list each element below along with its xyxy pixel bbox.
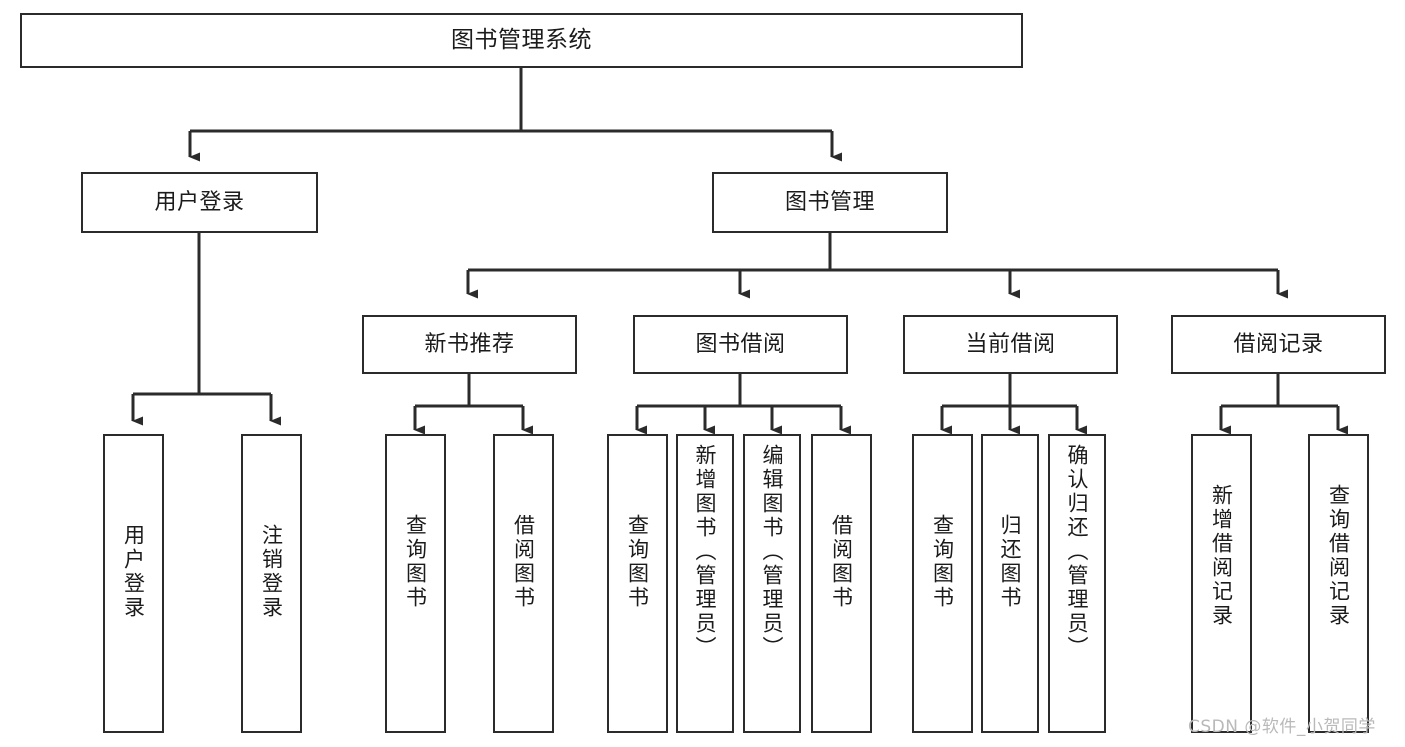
node-book-borrowing[interactable]: 图书借阅 — [633, 315, 848, 374]
node-leaf-borrow-book-1[interactable]: 借阅图书 — [493, 434, 554, 733]
node-new-book-recommendation[interactable]: 新书推荐 — [362, 315, 577, 374]
node-label: 新增图书（管理员） — [693, 444, 718, 660]
node-current-borrowing[interactable]: 当前借阅 — [903, 315, 1118, 374]
node-label: 编辑图书（管理员） — [760, 444, 785, 660]
node-label: 当前借阅 — [965, 331, 1056, 357]
node-leaf-add-borrow-record[interactable]: 新增借阅记录 — [1191, 434, 1252, 733]
node-label: 借阅记录 — [1233, 331, 1324, 357]
node-leaf-edit-book-admin[interactable]: 编辑图书（管理员） — [743, 434, 801, 733]
node-label: 查询图书 — [930, 514, 955, 610]
csdn-watermark: CSDN @软件_小贺同学 — [1188, 717, 1376, 737]
node-label: 图书管理 — [784, 189, 875, 215]
node-leaf-return-book[interactable]: 归还图书 — [981, 434, 1039, 733]
node-leaf-query-borrow-record[interactable]: 查询借阅记录 — [1308, 434, 1369, 733]
node-label: 新书推荐 — [424, 331, 515, 357]
node-leaf-add-book-admin[interactable]: 新增图书（管理员） — [676, 434, 734, 733]
node-label: 查询图书 — [403, 514, 428, 610]
node-leaf-query-book-3[interactable]: 查询图书 — [912, 434, 973, 733]
node-label: 注销登录 — [259, 524, 284, 620]
node-label: 查询图书 — [625, 514, 650, 610]
node-borrowing-records[interactable]: 借阅记录 — [1171, 315, 1386, 374]
node-root-book-management-system[interactable]: 图书管理系统 — [20, 13, 1023, 68]
node-leaf-confirm-return-admin[interactable]: 确认归还（管理员） — [1048, 434, 1106, 733]
node-label: 图书借阅 — [695, 331, 786, 357]
node-user-login[interactable]: 用户登录 — [81, 172, 318, 233]
node-label: 借阅图书 — [511, 514, 536, 610]
node-label: 用户登录 — [121, 524, 146, 620]
node-label: 图书管理系统 — [451, 26, 592, 53]
node-book-management[interactable]: 图书管理 — [712, 172, 948, 233]
node-leaf-borrow-book-2[interactable]: 借阅图书 — [811, 434, 872, 733]
node-label: 新增借阅记录 — [1209, 484, 1234, 628]
node-label: 查询借阅记录 — [1326, 484, 1351, 628]
node-leaf-query-book-1[interactable]: 查询图书 — [385, 434, 446, 733]
node-label: 确认归还（管理员） — [1065, 444, 1090, 660]
node-leaf-logout[interactable]: 注销登录 — [241, 434, 302, 733]
node-leaf-user-login[interactable]: 用户登录 — [103, 434, 164, 733]
node-label: 归还图书 — [998, 514, 1023, 610]
node-label: 借阅图书 — [829, 514, 854, 610]
node-label: 用户登录 — [154, 189, 245, 215]
node-leaf-query-book-2[interactable]: 查询图书 — [607, 434, 668, 733]
